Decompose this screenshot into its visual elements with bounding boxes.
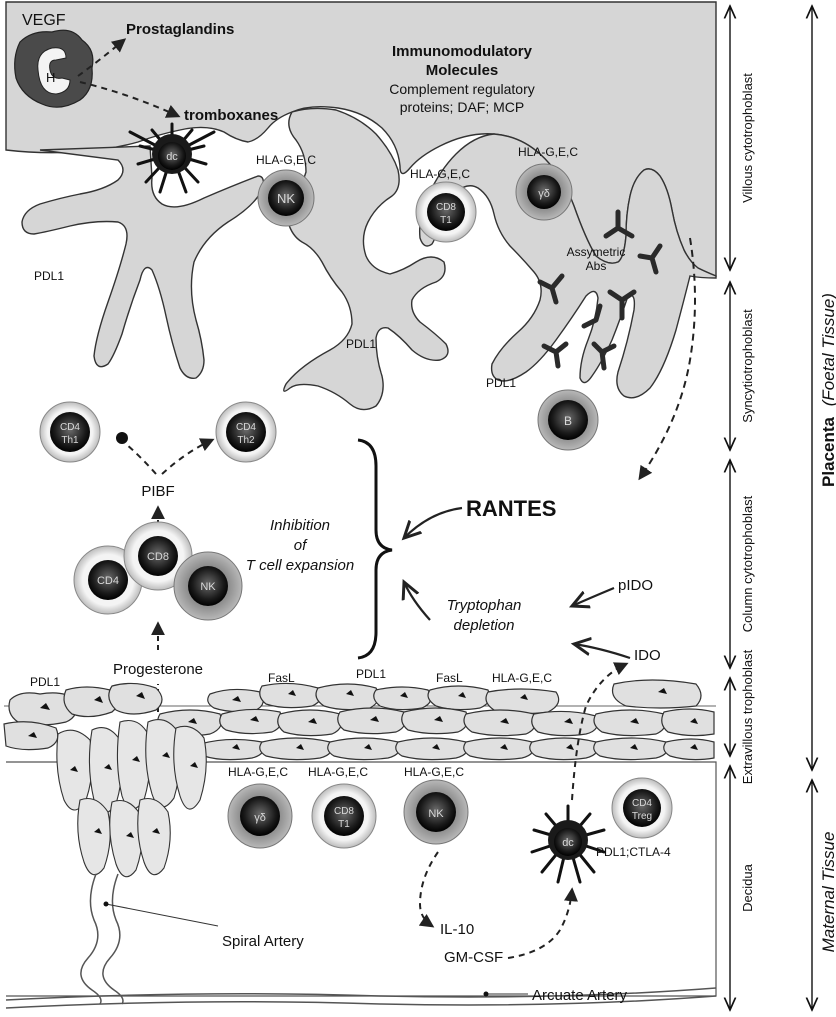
dc-bottom-label: dc	[562, 837, 574, 849]
arrow-ido-tryptophan	[574, 644, 630, 658]
cd4-treg-label-1: CD4	[632, 798, 652, 809]
nk-bottom-label: NK	[428, 808, 444, 820]
maternal-label: Maternal Tissue	[819, 832, 836, 953]
hla-gd-bottom: HLA-G,E,C	[228, 765, 288, 779]
pdl1-center-villous: PDL1	[346, 337, 376, 351]
tromboxanes-label: tromboxanes	[184, 107, 278, 124]
pdl1-extravillous-left: PDL1	[30, 675, 60, 689]
dc-top-label: dc	[166, 151, 178, 163]
hla-cd8-top: HLA-G,E,C	[410, 167, 470, 181]
layer-decidua: Decidua	[740, 863, 755, 911]
tryptophan-label-1: Tryptophan	[447, 597, 522, 614]
nk-mid-label: NK	[200, 581, 216, 593]
nk-cell-mid: NK	[174, 552, 242, 620]
hla-nk-top: HLA-G,E,C	[256, 153, 316, 167]
immuno-title-2: Molecules	[426, 62, 499, 79]
nk-cell-top: NK	[258, 170, 314, 226]
inhibition-label-1: Inhibition	[270, 517, 330, 534]
foetal-label: (Foetal Tissue)	[819, 293, 836, 406]
cd4-th1-cell: CD4 Th1	[40, 402, 100, 462]
vegf-label: VEGF	[22, 12, 66, 29]
assymetric-label-2: Abs	[586, 259, 607, 273]
spiral-artery-label: Spiral Artery	[222, 933, 304, 950]
gamma-delta-cell-top: γδ	[516, 164, 572, 220]
immuno-title-1: Immunomodulatory	[392, 43, 533, 60]
h-label: H	[46, 70, 55, 85]
fasl-2: FasL	[436, 671, 463, 685]
cd8-top-label-2: T1	[440, 215, 452, 226]
cd8-top-label-1: CD8	[436, 202, 456, 213]
hla-gd-top: HLA-G,E,C	[518, 145, 578, 159]
hla-cd8-bottom: HLA-G,E,C	[308, 765, 368, 779]
dendritic-cell-bottom: dc	[532, 806, 604, 882]
arrow-rantes	[404, 508, 462, 538]
arrow-pibf-th2	[162, 440, 212, 474]
tryptophan-label-2: depletion	[454, 617, 515, 634]
gmcsf-label: GM-CSF	[444, 949, 503, 966]
arcuate-artery-label: Arcuate Artery	[532, 987, 628, 1004]
nk-top-label: NK	[277, 191, 295, 206]
pdl1-right-villous: PDL1	[486, 376, 516, 390]
inhibition-label-2: of	[294, 537, 308, 554]
gamma-delta-cell-bottom: γδ	[228, 784, 292, 848]
arrow-gmcsf-dc	[508, 890, 572, 958]
cd4-th2-label-1: CD4	[236, 422, 256, 433]
cd8-t1-cell-top: CD8 T1	[416, 182, 476, 242]
layer-column: Column cytotrophoblast	[740, 495, 755, 632]
assymetric-label-1: Assymetric	[567, 245, 626, 259]
pdl1-extravillous-mid: PDL1	[356, 667, 386, 681]
immuno-sub-2: proteins; DAF; MCP	[400, 99, 524, 115]
b-cell: B	[538, 390, 598, 450]
gd-bottom-label: γδ	[254, 812, 266, 824]
hla-extravillous: HLA-G,E,C	[492, 671, 552, 685]
spiral-artery	[81, 874, 101, 1004]
pibf-label: PIBF	[141, 483, 174, 500]
decidua-area	[6, 720, 716, 1008]
cd8-bottom-label-2: T1	[338, 819, 350, 830]
cd4-th1-label-2: Th1	[61, 435, 79, 446]
rantes-label: RANTES	[466, 496, 556, 521]
il10-label: IL-10	[440, 921, 474, 938]
immuno-sub-1: Complement regulatory	[389, 81, 535, 97]
layer-extravillous: Extravillous trophoblast	[740, 649, 755, 784]
cd4-th2-label-2: Th2	[237, 435, 255, 446]
layer-syncytio: Syncytiotrophoblast	[740, 309, 755, 423]
cd8-mid-label: CD8	[147, 551, 169, 563]
arrow-tryptophan	[404, 582, 430, 620]
hla-nk-bottom: HLA-G,E,C	[404, 765, 464, 779]
cd4-mid-label: CD4	[97, 575, 119, 587]
pido-label: pIDO	[618, 577, 653, 594]
arrow-pido-tryptophan	[572, 588, 614, 606]
cd4-th1-label-1: CD4	[60, 422, 80, 433]
cd4-th2-cell: CD4 Th2	[216, 402, 276, 462]
arrow-pibf-th1	[126, 444, 156, 474]
arrow-nk-il10	[420, 852, 438, 926]
prostaglandins-label: Prostaglandins	[126, 21, 234, 38]
cd8-bottom-label-1: CD8	[334, 806, 354, 817]
pdl1-left-villous: PDL1	[34, 269, 64, 283]
placenta-foetal-label: Placenta (Foetal Tissue)	[819, 293, 836, 487]
placenta-label: Placenta	[819, 416, 836, 486]
fasl-1: FasL	[268, 671, 295, 685]
pdl1-ctla4-label: PDL1;CTLA-4	[596, 845, 671, 859]
gd-top-label: γδ	[538, 188, 550, 200]
ido-label: IDO	[634, 647, 661, 664]
layer-villous: Villous cytotrophoblast	[740, 73, 755, 203]
nk-cell-bottom: NK	[404, 780, 468, 844]
cd4-treg-cell: CD4 Treg	[612, 778, 672, 838]
inhibition-dot	[116, 432, 128, 444]
cd8-t1-cell-bottom: CD8 T1	[312, 784, 376, 848]
curly-bracket	[358, 440, 392, 658]
inhibition-label-3: T cell expansion	[246, 557, 354, 574]
progesterone-label: Progesterone	[113, 661, 203, 678]
cd4-treg-label-2: Treg	[632, 811, 652, 822]
b-cell-label: B	[564, 414, 572, 428]
